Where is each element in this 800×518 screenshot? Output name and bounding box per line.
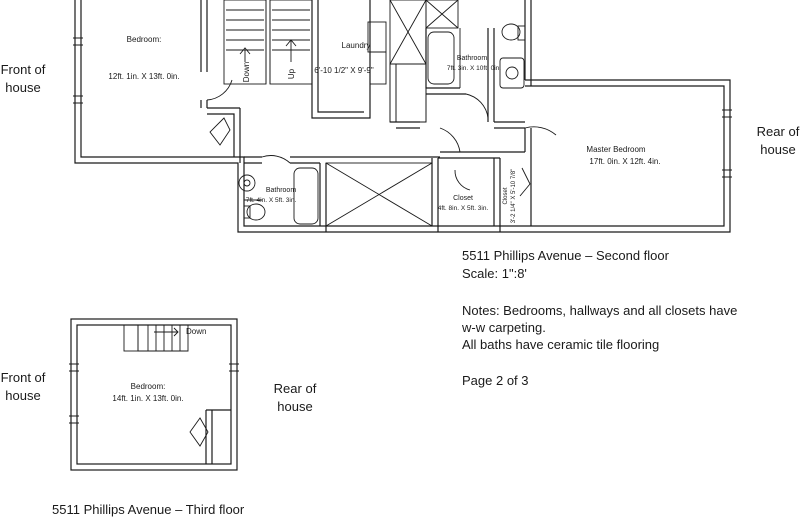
toilet-icon-lower bbox=[246, 203, 266, 221]
closet-size: 4ft. 8in. X 5ft. 3in. bbox=[438, 205, 489, 212]
notes-line-1: Notes: Bedrooms, hallways and all closet… bbox=[462, 303, 738, 318]
rear-label-line1-3f: Rear of bbox=[273, 381, 317, 396]
third-floor-title: 5511 Phillips Avenue – Third floor bbox=[52, 502, 245, 517]
bath-lower-name: Bathroom bbox=[266, 187, 297, 194]
rear-label-line2-3f: house bbox=[277, 399, 313, 414]
rear-label-line1: Rear of bbox=[756, 124, 800, 139]
closet-name: Closet bbox=[453, 195, 473, 202]
bath-upper-size: 7ft. 3in. X 10ft. 0in. bbox=[447, 65, 501, 72]
room-labels: Bedroom: 12ft. 1in. X 13ft. 0in. Laundry… bbox=[108, 35, 660, 403]
bathtub-icon-lower bbox=[293, 167, 319, 225]
sink-icon bbox=[499, 57, 525, 89]
front-label-line2-3f: house bbox=[5, 388, 41, 403]
bedroom-name: Bedroom: bbox=[127, 35, 162, 44]
laundry-room bbox=[311, 0, 387, 119]
rear-of-house-label-3f: Rear of house bbox=[260, 380, 330, 416]
sink-icon-lower bbox=[238, 174, 256, 192]
page-number: Page 2 of 3 bbox=[462, 373, 529, 388]
scale-label: Scale: 1":8' bbox=[462, 266, 527, 281]
master-bedroom-size: 17ft. 0in. X 12ft. 4in. bbox=[589, 157, 660, 166]
master-bedroom-name: Master Bedroom bbox=[586, 145, 645, 154]
staircase bbox=[223, 0, 313, 85]
third-floor-stairs bbox=[123, 324, 189, 352]
bath-lower-size: 7ft. 4in. X 5ft. 3in. bbox=[246, 197, 297, 204]
front-of-house-label-3f: Front of house bbox=[0, 369, 58, 405]
bathtub-icon bbox=[427, 31, 455, 85]
bath-upper-name: Bathroom bbox=[457, 55, 488, 62]
second-floor-plan bbox=[73, 0, 732, 233]
second-floor-outer-walls bbox=[74, 0, 731, 233]
front-label-line2: house bbox=[5, 80, 41, 95]
laundry-size: 6'-10 1/2" X 9'-9" bbox=[314, 66, 374, 75]
front-label-line1: Front of bbox=[0, 62, 46, 77]
third-bedroom-size: 14ft. 1in. X 13ft. 0in. bbox=[112, 394, 183, 403]
rear-of-house-label-2f: Rear of house bbox=[743, 123, 800, 159]
upper-closets bbox=[389, 63, 427, 123]
notes-line-2: w-w carpeting. bbox=[462, 320, 546, 335]
upper-bathroom bbox=[425, 23, 526, 122]
hall-walls bbox=[390, 121, 557, 232]
front-of-house-label-2f: Front of house bbox=[0, 61, 58, 97]
stairs-down-label: Down bbox=[242, 62, 251, 82]
toilet-icon bbox=[501, 23, 521, 41]
stairs-up-label: Up bbox=[287, 68, 296, 79]
second-floor-title: 5511 Phillips Avenue – Second floor bbox=[462, 248, 669, 263]
front-windows bbox=[73, 37, 732, 178]
bedroom-size: 12ft. 1in. X 13ft. 0in. bbox=[108, 72, 179, 81]
third-bedroom-name: Bedroom: bbox=[131, 382, 166, 391]
bedroom-walls bbox=[200, 0, 241, 163]
closet-small-name: Closet bbox=[503, 187, 509, 204]
third-stairs-down-label: Down bbox=[186, 327, 206, 336]
notes-line-3: All baths have ceramic tile flooring bbox=[462, 337, 660, 352]
rear-label-line2: house bbox=[760, 142, 796, 157]
shaft-lower bbox=[325, 162, 433, 227]
third-floor-closet bbox=[189, 409, 231, 464]
third-floor-plan bbox=[69, 318, 239, 471]
closet-small-size: 3'-2 1/4" X 5'-10 7/8" bbox=[511, 169, 517, 224]
front-label-line1-3f: Front of bbox=[0, 370, 46, 385]
laundry-name: Laundry bbox=[342, 41, 371, 50]
third-floor-windows bbox=[69, 363, 239, 424]
bedroom-closet-door-icon bbox=[209, 117, 231, 146]
